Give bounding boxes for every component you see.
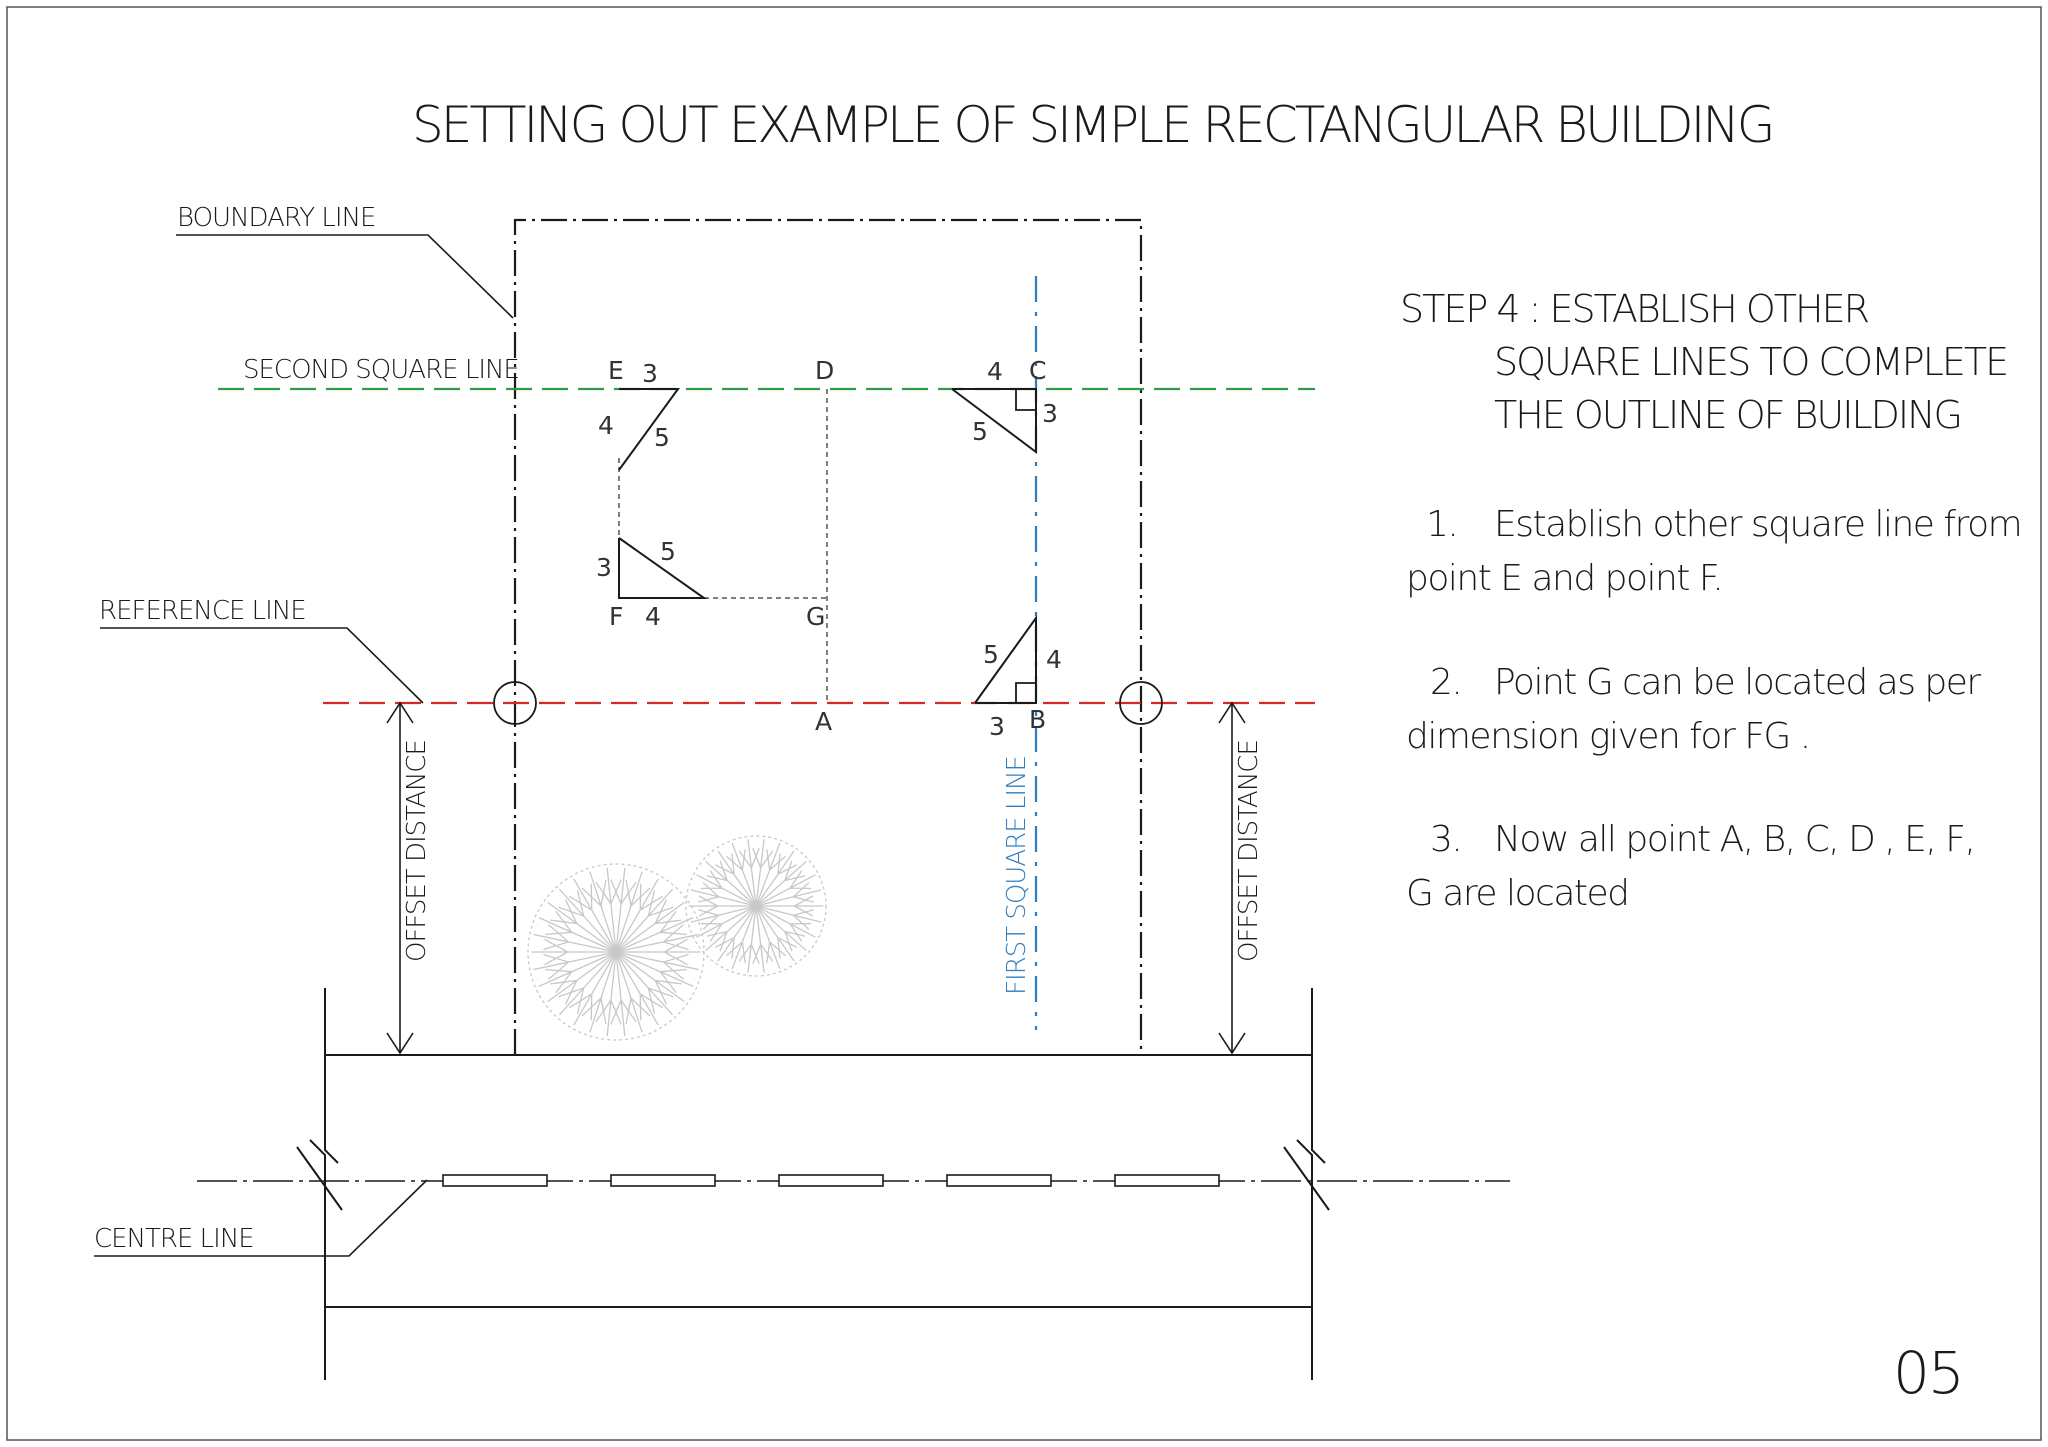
tri-b-base: 3 bbox=[989, 712, 1005, 741]
offset-distance-left-label: OFFSET DISTANCE bbox=[402, 740, 432, 962]
point-e: E bbox=[608, 356, 624, 385]
centre-line bbox=[197, 1174, 1510, 1187]
road-marking bbox=[778, 1174, 884, 1187]
step-item-1-line-1: Establish other square line from bbox=[1494, 504, 2021, 545]
tree-symbol bbox=[685, 835, 827, 977]
tree-symbols bbox=[527, 835, 827, 1041]
step-item-3-line-1: Now all point A, B, C, D , E, F, bbox=[1494, 819, 1974, 860]
step-notes: STEP 4 : ESTABLISH OTHER SQUARE LINES TO… bbox=[1400, 287, 2023, 914]
tri-e-side: 4 bbox=[598, 411, 614, 440]
step-item-2-line-2: dimension given for FG . bbox=[1406, 716, 1810, 757]
sheet-border bbox=[6, 6, 2042, 1441]
second-square-line-label: SECOND SQUARE LINE bbox=[243, 355, 519, 385]
right-angle-marks bbox=[1015, 389, 1036, 703]
tri-b-side: 4 bbox=[1046, 645, 1062, 674]
step-item-1-line-2: point E and point F. bbox=[1406, 558, 1722, 599]
point-d: D bbox=[815, 356, 834, 385]
step-item-3-number: 3. bbox=[1430, 819, 1461, 860]
tri-c-side: 3 bbox=[1042, 399, 1058, 428]
triangle-f bbox=[618, 537, 708, 599]
tri-f-hyp: 5 bbox=[660, 537, 676, 566]
leader-lines bbox=[94, 234, 514, 1257]
centre-leader bbox=[94, 1179, 428, 1257]
boundary-line bbox=[513, 218, 1143, 1055]
step-heading-line-1: STEP 4 : ESTABLISH OTHER bbox=[1400, 287, 1869, 331]
road-marking bbox=[946, 1174, 1052, 1187]
triangle-c bbox=[951, 388, 1037, 454]
boundary-leader bbox=[176, 234, 514, 319]
tri-b-hyp: 5 bbox=[983, 640, 999, 669]
step-item-1-number: 1. bbox=[1426, 504, 1457, 545]
point-c: C bbox=[1029, 356, 1046, 385]
road-edges bbox=[296, 988, 1330, 1380]
point-a: A bbox=[815, 707, 832, 736]
road-marking bbox=[1114, 1174, 1220, 1187]
step-heading-line-3: THE OUTLINE OF BUILDING bbox=[1494, 393, 1961, 437]
centre-line-label: CENTRE LINE bbox=[94, 1224, 254, 1254]
step-item-2-line-1: Point G can be located as per bbox=[1494, 662, 1981, 703]
break-mark-right bbox=[1283, 1146, 1330, 1211]
first-square-line-label: FIRST SQUARE LINE bbox=[1002, 756, 1032, 995]
point-g: G bbox=[806, 602, 825, 631]
offset-dimensions bbox=[386, 701, 1246, 1055]
triangle-e bbox=[618, 388, 680, 471]
step-heading-line-2: SQUARE LINES TO COMPLETE bbox=[1494, 340, 2007, 384]
break-mark-left bbox=[296, 1146, 343, 1211]
point-f: F bbox=[609, 602, 623, 631]
triangles-3-4-5 bbox=[618, 388, 1037, 704]
tri-e-top: 3 bbox=[642, 359, 658, 388]
offset-distance-right-label: OFFSET DISTANCE bbox=[1234, 740, 1264, 962]
tri-e-hyp: 5 bbox=[654, 423, 670, 452]
boundary-line-label: BOUNDARY LINE bbox=[177, 203, 375, 233]
reference-peg-markers bbox=[493, 681, 1163, 725]
road-marking bbox=[442, 1174, 548, 1187]
reference-line-label: REFERENCE LINE bbox=[99, 596, 306, 626]
tri-f-side: 3 bbox=[596, 553, 612, 582]
tri-f-base: 4 bbox=[645, 602, 661, 631]
tri-c-top: 4 bbox=[987, 357, 1003, 386]
triangle-b bbox=[974, 614, 1037, 704]
step-item-2-number: 2. bbox=[1430, 662, 1461, 703]
road-marking bbox=[610, 1174, 716, 1187]
tree-symbol bbox=[527, 863, 705, 1041]
page-number: 05 bbox=[1893, 1339, 1963, 1407]
construction-lines bbox=[618, 389, 828, 703]
tri-c-hyp: 5 bbox=[972, 417, 988, 446]
drawing-title: SETTING OUT EXAMPLE OF SIMPLE RECTANGULA… bbox=[412, 96, 1773, 154]
step-item-3-line-2: G are located bbox=[1406, 873, 1629, 914]
reference-leader bbox=[100, 627, 424, 704]
point-b: B bbox=[1029, 705, 1046, 734]
